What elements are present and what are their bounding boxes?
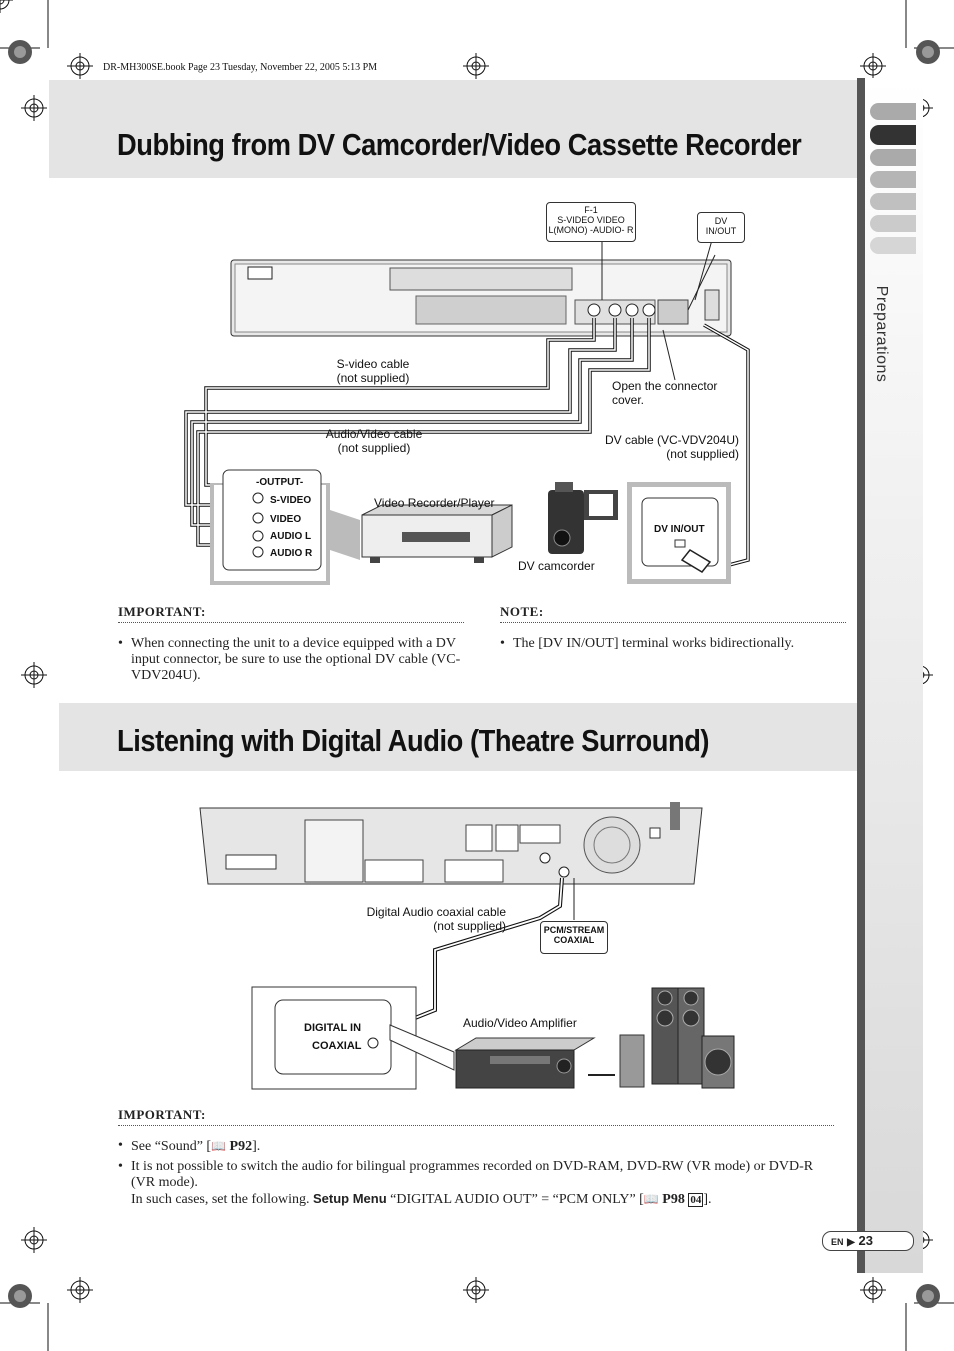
section1-banner [49, 80, 857, 178]
section-label: Preparations [873, 285, 890, 383]
important-heading-2: IMPORTANT: [118, 1107, 206, 1122]
important-heading-1: IMPORTANT: [118, 604, 206, 619]
dv-camcorder-label: DV camcorder [518, 559, 595, 573]
speaker-system [619, 987, 735, 1089]
output-port-list: S-VIDEO VIDEO AUDIO L AUDIO R [270, 495, 313, 559]
section2-title: Listening with Digital Audio (Theatre Su… [117, 723, 710, 758]
divider [118, 622, 464, 623]
sidebar-panel [865, 78, 923, 1273]
chapter-tab [870, 193, 916, 210]
section2-banner [59, 703, 857, 771]
chapter-tab [870, 171, 916, 188]
video-recorder-label: Video Recorder/Player [374, 496, 495, 510]
page-number-badge: EN ▶ 23 [822, 1231, 914, 1251]
recorder-front-panel [230, 254, 732, 337]
section1-title: Dubbing from DV Camcorder/Video Cassette… [117, 127, 802, 162]
divider [500, 622, 846, 623]
dv-inout-label: DV IN/OUT [654, 524, 705, 535]
chapter-tab [870, 149, 916, 166]
amplifier-label: Audio/Video Amplifier [463, 1016, 577, 1030]
chapter-tab [870, 237, 916, 254]
file-info: DR-MH300SE.book Page 23 Tuesday, Novembe… [103, 62, 378, 73]
coax-cable-label: Digital Audio coaxial cable(not supplied… [366, 905, 506, 933]
digital-audio-diagram [199, 802, 735, 1090]
chapter-tab [870, 215, 916, 232]
note-heading: NOTE: [500, 604, 544, 619]
note-bullet: •The [DV IN/OUT] terminal works bidirect… [500, 636, 795, 651]
sidebar-bar [857, 78, 865, 1273]
av-cable-label: Audio/Video cable(not supplied) [325, 427, 423, 455]
recorder-rear-panel [199, 802, 703, 885]
dv-cable-label: DV cable (VC-VDV204U)(not supplied) [604, 433, 739, 461]
arrow-right-icon: ▶ [847, 1237, 855, 1248]
important-bullet-1: •When connecting the unit to a device eq… [118, 636, 461, 683]
important-bullet-sound: •See “Sound” [📖 P92]. [118, 1138, 261, 1154]
video-recorder-player [361, 504, 513, 563]
divider [118, 1125, 834, 1126]
important-bullet-bilingual: •It is not possible to switch the audio … [118, 1159, 814, 1207]
av-amplifier [454, 1037, 596, 1089]
chapter-tab-active [870, 125, 916, 145]
chapter-tab [870, 103, 916, 120]
output-title: -OUTPUT- [256, 477, 304, 488]
svideo-cable-label: S-video cable(not supplied) [336, 357, 410, 385]
dubbing-diagram [184, 237, 750, 585]
digital-in-label: DIGITAL IN COAXIAL [304, 1022, 362, 1052]
dv-camcorder [548, 482, 618, 554]
